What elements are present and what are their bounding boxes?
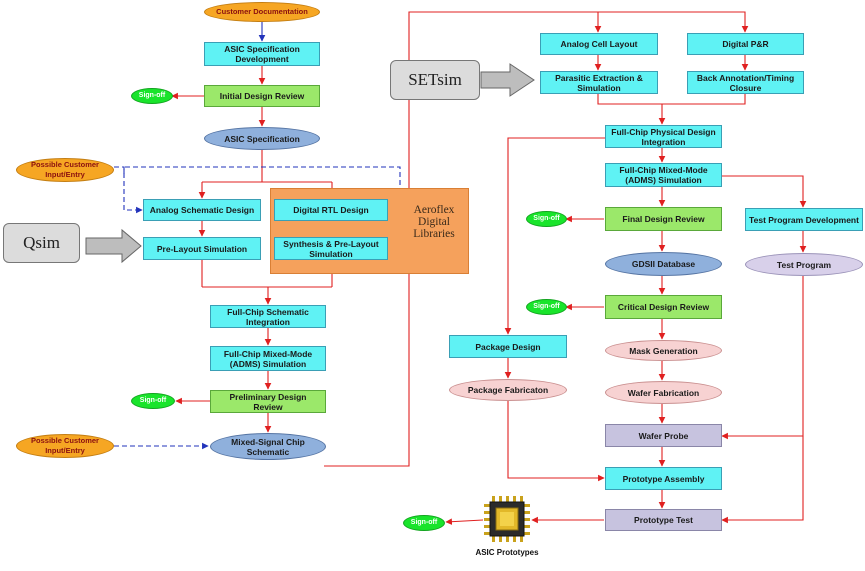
- pre-layout-simulation-node[interactable]: Pre-Layout Simulation: [143, 237, 261, 260]
- analog-schematic-design-node[interactable]: Analog Schematic Design: [143, 199, 261, 221]
- asic-chip-icon: [484, 496, 530, 542]
- parasitic-extraction-node[interactable]: Parasitic Extraction & Simulation: [540, 71, 658, 94]
- package-design-node[interactable]: Package Design: [449, 335, 567, 358]
- package-fabrication-node[interactable]: Package Fabricaton: [449, 379, 567, 401]
- setsim-tool[interactable]: SETsim: [390, 60, 480, 100]
- possible-customer-input-top[interactable]: Possible Customer Input/Entry: [16, 158, 114, 182]
- prototype-test-node[interactable]: Prototype Test: [605, 509, 722, 531]
- wafer-probe-node[interactable]: Wafer Probe: [605, 424, 722, 447]
- digital-pr-node[interactable]: Digital P&R: [687, 33, 804, 55]
- signoff-critical-review[interactable]: Sign-off: [526, 299, 567, 315]
- signoff-preliminary-review[interactable]: Sign-off: [131, 393, 175, 409]
- wafer-fabrication-node[interactable]: Wafer Fabrication: [605, 381, 722, 404]
- critical-design-review-node[interactable]: Critical Design Review: [605, 295, 722, 319]
- signoff-prototype[interactable]: Sign-off: [403, 515, 445, 531]
- asic-prototypes-label: ASIC Prototypes: [475, 548, 539, 557]
- customer-documentation-node[interactable]: Customer Documentation: [204, 2, 320, 22]
- fullchip-physical-design-node[interactable]: Full-Chip Physical Design Integration: [605, 125, 722, 148]
- synthesis-pre-layout-node[interactable]: Synthesis & Pre-Layout Simulation: [274, 237, 388, 260]
- test-program-development-node[interactable]: Test Program Development: [745, 208, 863, 231]
- fullchip-schematic-integration-node[interactable]: Full-Chip Schematic Integration: [210, 305, 326, 328]
- gdsii-database-node[interactable]: GDSII Database: [605, 252, 722, 276]
- asic-spec-development-node[interactable]: ASIC Specification Development: [204, 42, 320, 66]
- analog-cell-layout-node[interactable]: Analog Cell Layout: [540, 33, 658, 55]
- back-annotation-node[interactable]: Back Annotation/Timing Closure: [687, 71, 804, 94]
- final-design-review-node[interactable]: Final Design Review: [605, 207, 722, 231]
- preliminary-design-review-node[interactable]: Preliminary Design Review: [210, 390, 326, 413]
- signoff-final-review[interactable]: Sign-off: [526, 211, 567, 227]
- fullchip-adms-simulation-right-node[interactable]: Full-Chip Mixed-Mode (ADMS) Simulation: [605, 163, 722, 187]
- initial-design-review-node[interactable]: Initial Design Review: [204, 85, 320, 107]
- fullchip-adms-simulation-left-node[interactable]: Full-Chip Mixed-Mode (ADMS) Simulation: [210, 346, 326, 371]
- mask-generation-node[interactable]: Mask Generation: [605, 340, 722, 361]
- test-program-node[interactable]: Test Program: [745, 253, 863, 276]
- signoff-initial-review[interactable]: Sign-off: [131, 88, 173, 104]
- possible-customer-input-bottom[interactable]: Possible Customer Input/Entry: [16, 434, 114, 458]
- asic-specification-node[interactable]: ASIC Specification: [204, 127, 320, 150]
- digital-rtl-design-node[interactable]: Digital RTL Design: [274, 199, 388, 221]
- aeroflex-digital-libraries-label: Aeroflex Digital Libraries: [413, 204, 455, 240]
- prototype-assembly-node[interactable]: Prototype Assembly: [605, 467, 722, 490]
- qsim-tool[interactable]: Qsim: [3, 223, 80, 263]
- mixed-signal-chip-schematic-node[interactable]: Mixed-Signal Chip Schematic: [210, 433, 326, 460]
